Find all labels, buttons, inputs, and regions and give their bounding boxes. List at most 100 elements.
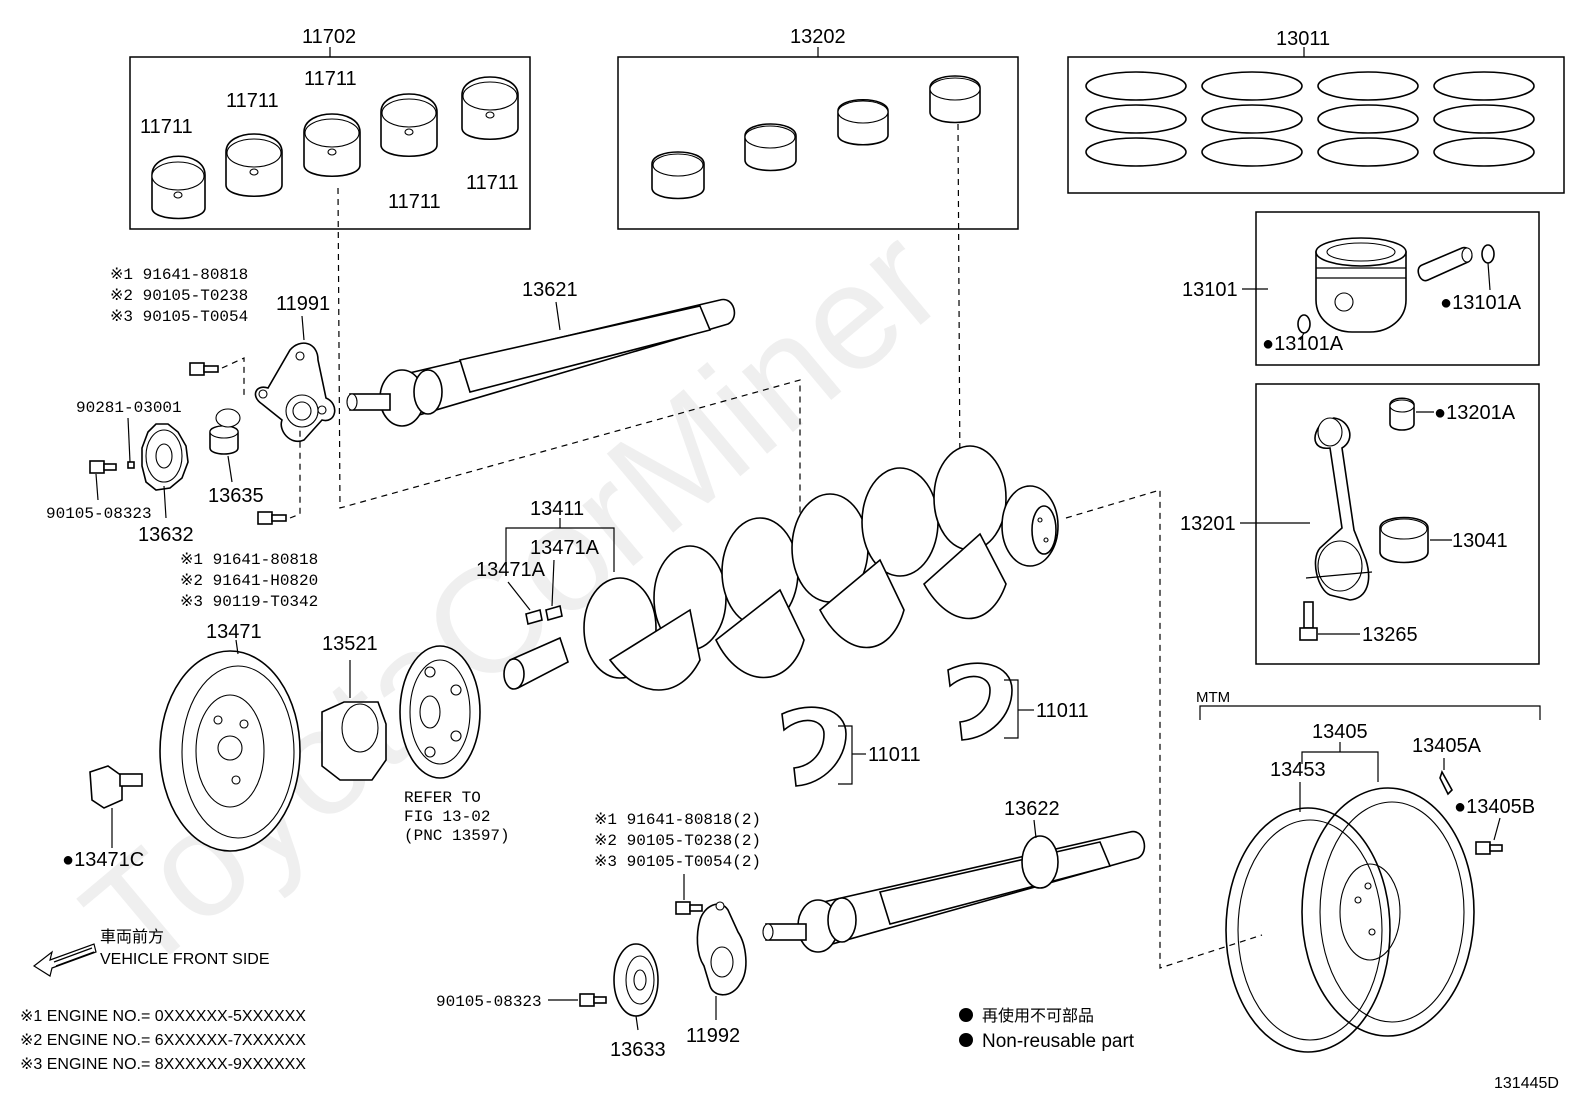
label-13201[interactable]: 13201 <box>1180 513 1236 535</box>
bolt-90105-left[interactable] <box>89 460 117 474</box>
piston-pin[interactable] <box>1417 246 1473 282</box>
retainer-plate-11991[interactable] <box>254 342 336 443</box>
label-11702[interactable]: 11702 <box>302 26 356 48</box>
crank-pulley-13471[interactable] <box>159 650 301 852</box>
label-13633[interactable]: 13633 <box>610 1039 666 1061</box>
conrod-bearing-13041[interactable] <box>1379 516 1429 564</box>
main-bearing-2[interactable] <box>225 133 283 198</box>
piston-pin-clip-left[interactable] <box>1297 314 1311 334</box>
engine-note-1: ※1 ENGINE NO.= 0XXXXXX-5XXXXXX <box>20 1008 306 1025</box>
connecting-rod[interactable] <box>1305 417 1373 601</box>
bolt-upper[interactable] <box>189 362 219 376</box>
label-90281[interactable]: 90281-03001 <box>76 399 182 417</box>
crankshaft[interactable] <box>503 445 1059 691</box>
ring-set-4[interactable] <box>1433 71 1535 167</box>
ring-gear-13453[interactable] <box>1225 807 1391 1053</box>
label-13632[interactable]: 13632 <box>138 524 194 546</box>
balance-shaft-13621[interactable] <box>346 298 736 427</box>
small-end-bushing[interactable] <box>1389 397 1415 431</box>
bolt-90105-bottom[interactable] <box>579 993 607 1007</box>
dashed-leader-flywheel <box>1065 489 1263 969</box>
bolt-lower[interactable] <box>257 511 287 525</box>
flywheel-bolt-13405B[interactable] <box>1475 841 1503 855</box>
timing-sprocket-ref[interactable] <box>399 645 481 779</box>
label-13471[interactable]: 13471 <box>206 621 262 643</box>
sprocket-13633[interactable] <box>613 943 659 1017</box>
label-11991[interactable]: 11991 <box>276 293 330 315</box>
label-11711-b[interactable]: 11711 <box>226 90 279 112</box>
bolt-note-mid-1: ※1 91641-80818 <box>180 551 318 569</box>
sprocket-13632[interactable] <box>141 423 189 491</box>
label-11711-d[interactable]: 11711 <box>388 191 441 213</box>
conrod-bearing-2[interactable] <box>744 123 797 172</box>
front-side-jp: 車両前方 <box>100 928 164 946</box>
label-mtm: MTM <box>1196 689 1230 706</box>
label-13471A-left[interactable]: 13471A <box>476 559 546 581</box>
label-13405[interactable]: 13405 <box>1312 721 1368 743</box>
conrod-bolt[interactable] <box>1299 601 1318 641</box>
label-13521[interactable]: 13521 <box>322 633 378 655</box>
label-13453[interactable]: 13453 <box>1270 759 1326 781</box>
dowel-pin-13405A[interactable] <box>1439 770 1453 796</box>
label-13635[interactable]: 13635 <box>208 485 264 507</box>
pulley-bolt-13471C[interactable] <box>89 765 143 809</box>
conrod-bearing-1[interactable] <box>651 151 705 200</box>
bolt-note-bottom-2: ※2 90105-T0238(2) <box>594 832 761 850</box>
main-bearing-4[interactable] <box>380 93 438 158</box>
piston[interactable] <box>1315 237 1407 333</box>
label-13471C[interactable]: ●13471C <box>62 849 144 871</box>
label-13405A[interactable]: 13405A <box>1412 735 1482 757</box>
conrod-bearing-3[interactable] <box>837 99 889 146</box>
woodruff-key-2[interactable] <box>545 604 563 622</box>
ring-set-1[interactable] <box>1085 71 1187 167</box>
flywheel-13405[interactable] <box>1301 787 1475 1037</box>
label-11711-e[interactable]: 11711 <box>466 172 519 194</box>
label-90105-08323-bottom[interactable]: 90105-08323 <box>436 993 542 1011</box>
ring-set-2[interactable] <box>1201 71 1303 167</box>
label-13011[interactable]: 13011 <box>1276 28 1330 50</box>
piston-pin-clip-right[interactable] <box>1481 244 1495 264</box>
label-13622[interactable]: 13622 <box>1004 798 1060 820</box>
label-11711-a[interactable]: 11711 <box>140 116 193 138</box>
thrust-washer-upper[interactable] <box>947 662 1013 741</box>
label-13621[interactable]: 13621 <box>522 279 578 301</box>
label-11011-left[interactable]: 11011 <box>868 744 921 766</box>
label-13202[interactable]: 13202 <box>790 26 846 48</box>
ring-set-3[interactable] <box>1317 71 1419 167</box>
label-13101A-right[interactable]: ●13101A <box>1440 292 1522 314</box>
woodruff-key-1[interactable] <box>525 608 543 626</box>
legend-dot-icon-2 <box>959 1033 973 1047</box>
bushing-13635[interactable] <box>209 408 241 455</box>
main-bearing-5[interactable] <box>461 76 519 141</box>
bolt-note-top-1: ※1 91641-80818 <box>110 266 248 284</box>
label-13201A[interactable]: ●13201A <box>1434 402 1516 424</box>
label-13265[interactable]: 13265 <box>1362 624 1418 646</box>
balance-shaft-13622[interactable] <box>762 830 1146 953</box>
crank-gear-13521[interactable] <box>321 701 387 781</box>
label-11011-right[interactable]: 11011 <box>1036 700 1089 722</box>
main-bearing-3[interactable] <box>303 113 361 178</box>
retainer-plate-11992[interactable] <box>696 901 747 996</box>
front-side-en: VEHICLE FRONT SIDE <box>100 951 270 968</box>
label-13101A-left[interactable]: ●13101A <box>1262 333 1344 355</box>
dashed-leader-13202 <box>957 123 961 479</box>
legend-en: Non-reusable part <box>982 1031 1135 1052</box>
label-13411[interactable]: 13411 <box>530 498 584 520</box>
label-13471A-right[interactable]: 13471A <box>530 537 600 559</box>
main-bearing-1[interactable] <box>151 155 206 220</box>
ring-set-13011-box <box>1067 56 1565 194</box>
bolt-bottom[interactable] <box>675 901 703 915</box>
refer-note-3: (PNC 13597) <box>404 827 510 845</box>
label-11992[interactable]: 11992 <box>686 1025 740 1047</box>
label-13041[interactable]: 13041 <box>1452 530 1508 552</box>
pin-90281[interactable] <box>127 461 135 469</box>
bolt-note-top-2: ※2 90105-T0238 <box>110 287 248 305</box>
conrod-bearing-4[interactable] <box>929 75 981 124</box>
label-13101[interactable]: 13101 <box>1182 279 1238 301</box>
label-11711-c[interactable]: 11711 <box>304 68 357 90</box>
thrust-washer-lower[interactable] <box>781 706 847 787</box>
bolt-note-bottom-3: ※3 90105-T0054(2) <box>594 853 761 871</box>
label-13405B[interactable]: ●13405B <box>1454 796 1535 818</box>
engine-note-2: ※2 ENGINE NO.= 6XXXXXX-7XXXXXX <box>20 1032 306 1049</box>
label-90105-08323-left[interactable]: 90105-08323 <box>46 505 152 523</box>
